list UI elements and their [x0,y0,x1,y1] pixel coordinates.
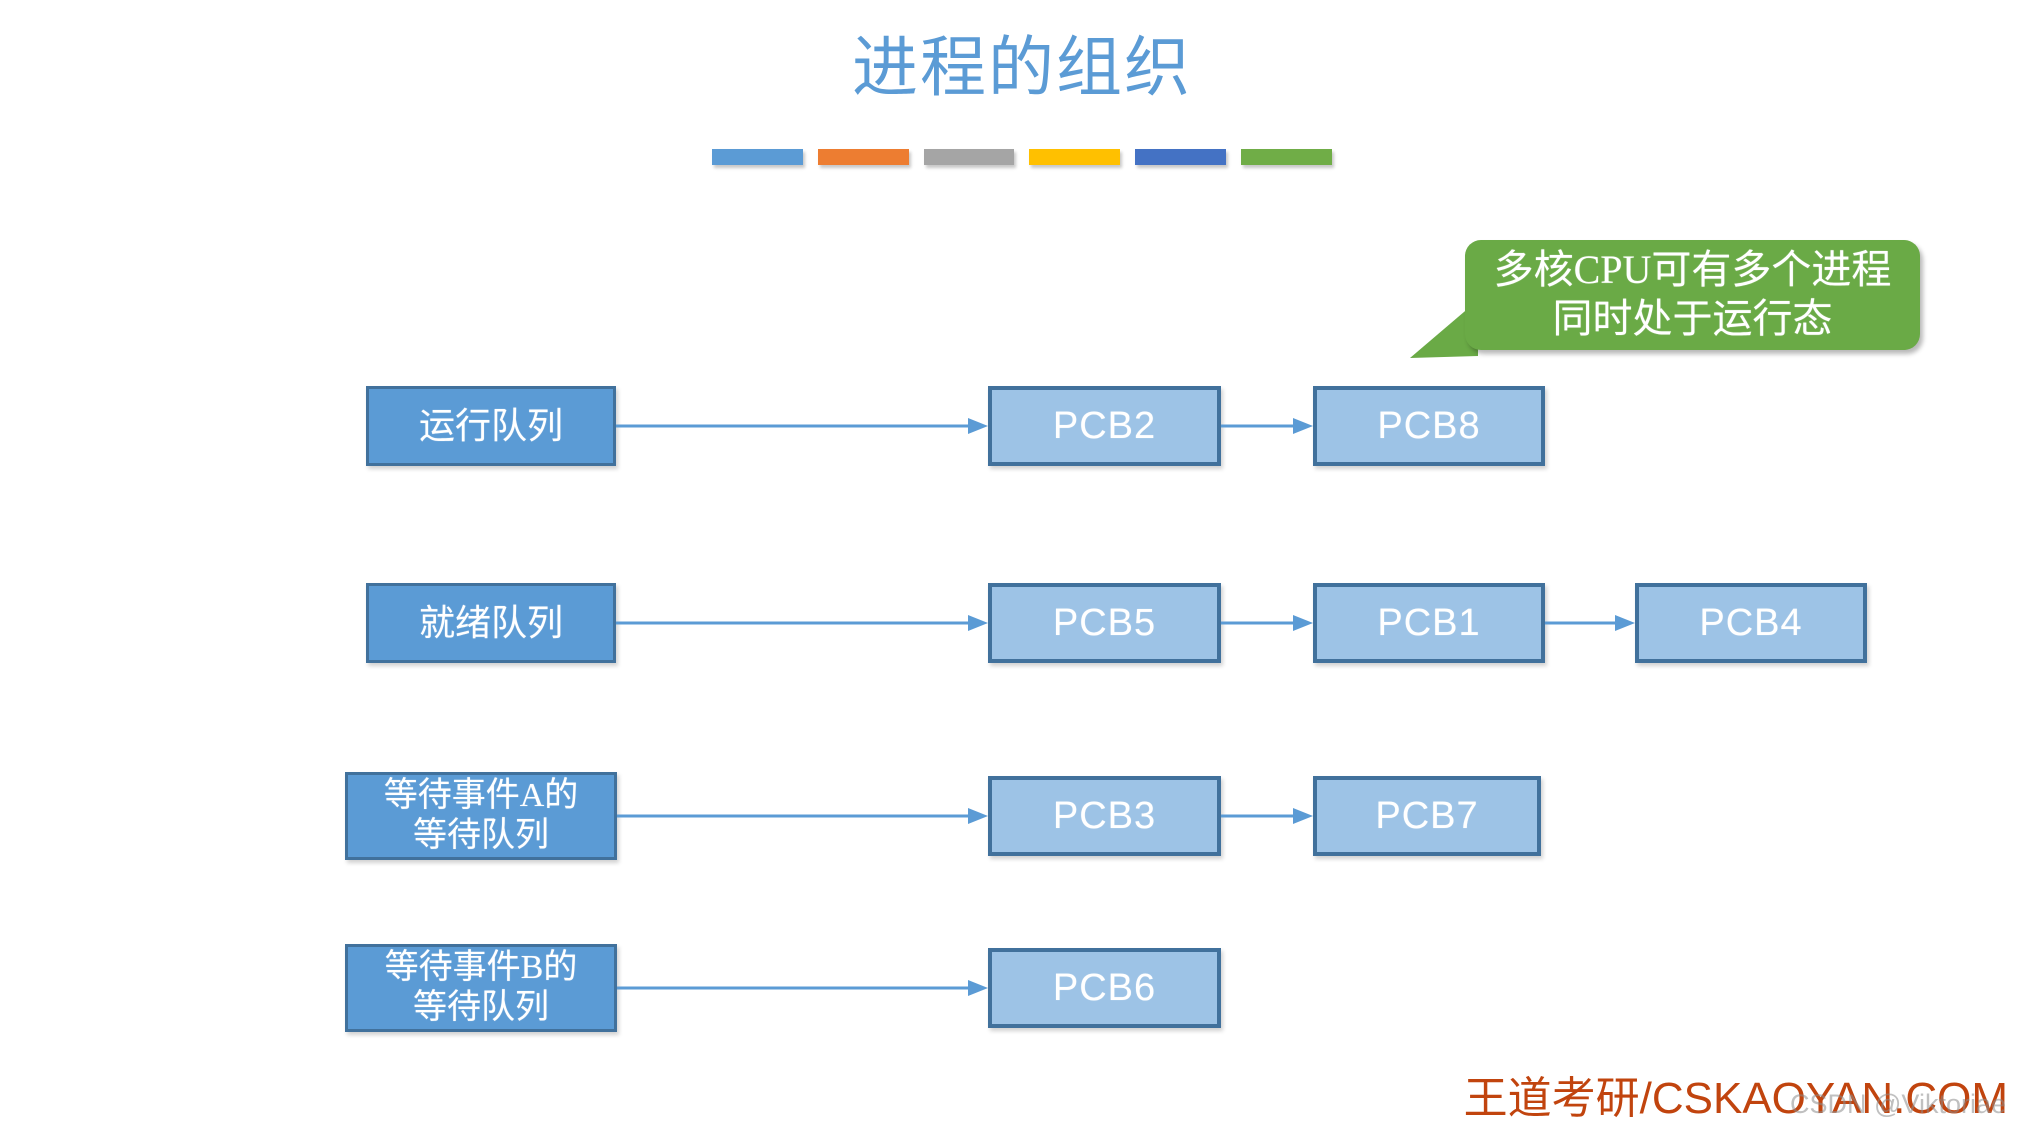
connector-waiting-a-to-pcb3 [617,804,988,828]
connector-pcb5-to-pcb1 [1221,611,1313,635]
pcb-box-pcb8[interactable]: PCB8 [1313,386,1545,466]
queue-box-waiting-event-a[interactable]: 等待事件A的 等待队列 [345,772,617,860]
connector-waiting-b-to-pcb6 [617,976,988,1000]
connector-pcb2-to-pcb8 [1221,414,1313,438]
pcb-box-pcb7[interactable]: PCB7 [1313,776,1541,856]
callout-line-1: 多核CPU可有多个进程 [1493,247,1892,293]
accent-bar-group [712,149,1332,167]
accent-bar-gray [923,149,1015,165]
callout-tail-icon [1410,300,1480,362]
connector-pcb3-to-pcb7 [1221,804,1313,828]
connector-running-to-pcb2 [616,414,988,438]
brand-watermark: 王道考研/CSKAOYAN.COM [1463,1074,2008,1123]
queue-box-running[interactable]: 运行队列 [366,386,616,466]
pcb-box-pcb2[interactable]: PCB2 [988,386,1221,466]
page-title: 进程的组织 [852,32,1192,105]
pcb-box-pcb1[interactable]: PCB1 [1313,583,1545,663]
connector-ready-to-pcb5 [616,611,988,635]
pcb-box-pcb3[interactable]: PCB3 [988,776,1221,856]
pcb-box-pcb4[interactable]: PCB4 [1635,583,1867,663]
pcb-box-pcb6[interactable]: PCB6 [988,948,1221,1028]
callout-line-2: 同时处于运行态 [1552,296,1833,341]
accent-bar-green [1241,149,1332,165]
pcb-box-pcb5[interactable]: PCB5 [988,583,1221,663]
csdn-watermark: CSDN @Viktoriae [1790,1089,2006,1119]
accent-bar-yellow [1029,149,1121,165]
accent-bar-navy [1135,149,1227,165]
accent-bar-orange [817,149,909,165]
queue-box-ready[interactable]: 就绪队列 [366,583,616,663]
queue-box-waiting-event-b[interactable]: 等待事件B的 等待队列 [345,944,617,1032]
callout-bubble: 多核CPU可有多个进程 同时处于运行态 [1465,240,1920,350]
accent-bar-blue [712,149,803,165]
connector-pcb1-to-pcb4 [1545,611,1635,635]
